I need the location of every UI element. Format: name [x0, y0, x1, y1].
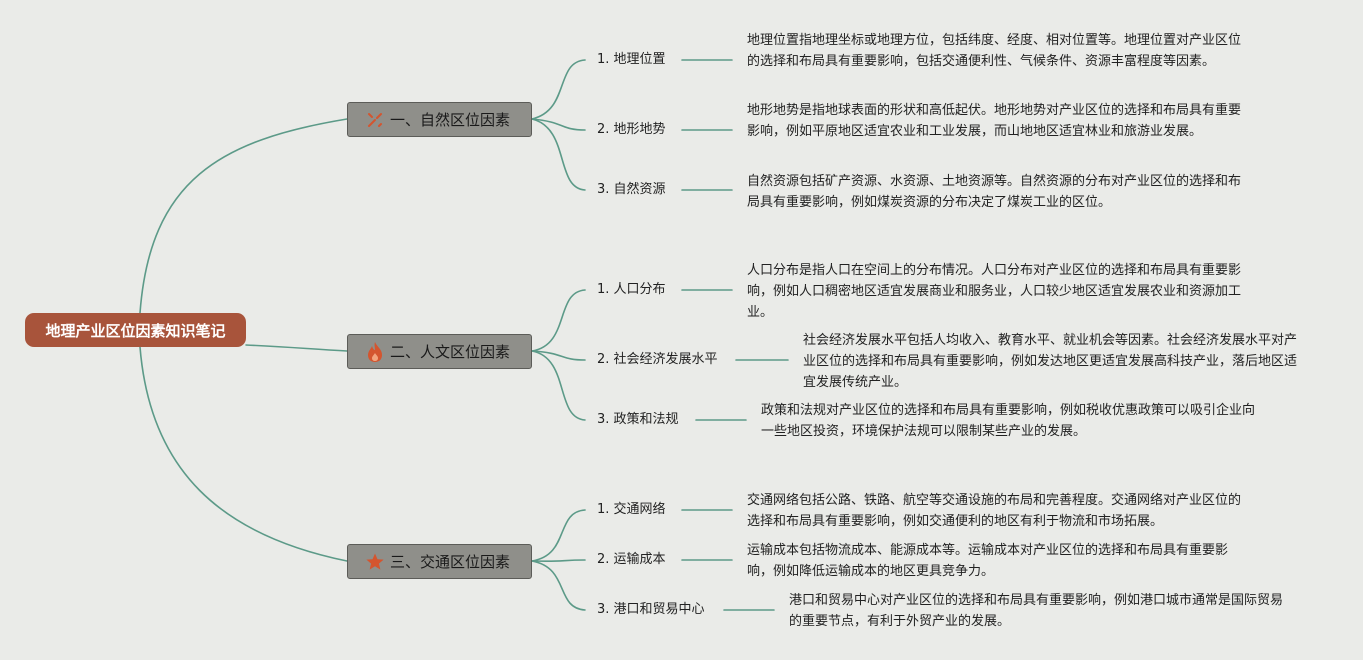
sub-topic-terrain[interactable]: 2. 地形地势	[597, 122, 666, 137]
root-node[interactable]: 地理产业区位因素知识笔记	[25, 313, 246, 347]
description-text: 人口分布是指人口在空间上的分布情况。人口分布对产业区位的选择和布局具有重要影响，…	[747, 263, 1242, 320]
description-text: 自然资源包括矿产资源、水资源、土地资源等。自然资源的分布对产业区位的选择和布局具…	[747, 174, 1242, 210]
branch-label: 一、自然区位因素	[390, 111, 511, 129]
sub-topic-ports-trade[interactable]: 3. 港口和贸易中心	[597, 602, 705, 617]
connector-root-branch-3	[139, 346, 348, 562]
sub-topic-socioeconomic[interactable]: 2. 社会经济发展水平	[597, 352, 718, 367]
description-text: 地形地势是指地球表面的形状和高低起伏。地形地势对产业区位的选择和布局具有重要影响…	[747, 103, 1242, 139]
connector-branch2-item1	[531, 289, 586, 352]
root-title: 地理产业区位因素知识笔记	[45, 321, 226, 340]
branch-label: 二、人文区位因素	[390, 343, 511, 361]
description-text: 交通网络包括公路、铁路、航空等交通设施的布局和完善程度。交通网络对产业区位的选择…	[747, 493, 1242, 529]
branch-label: 三、交通区位因素	[390, 553, 511, 571]
sub-topic-natural-resources[interactable]: 3. 自然资源	[597, 182, 666, 197]
sub-topic-policy[interactable]: 3. 政策和法规	[597, 412, 679, 427]
fire-icon	[364, 341, 386, 363]
connector-branch3-item3	[531, 560, 586, 611]
connector-root-branch-2	[245, 344, 348, 352]
sub-topic-population[interactable]: 1. 人口分布	[597, 282, 666, 297]
star-icon	[364, 551, 386, 573]
branch-human-factors[interactable]: 二、人文区位因素	[347, 334, 532, 369]
description-text: 港口和贸易中心对产业区位的选择和布局具有重要影响，例如港口城市通常是国际贸易的重…	[789, 593, 1284, 629]
connector-branch2-item3	[531, 350, 586, 421]
branch-natural-factors[interactable]: 一、自然区位因素	[347, 102, 532, 137]
sub-topic-transport-cost[interactable]: 2. 运输成本	[597, 552, 666, 567]
connector-branch3-item1	[531, 509, 586, 562]
sub-topic-transport-network[interactable]: 1. 交通网络	[597, 502, 666, 517]
connector-branch2-item2	[531, 350, 586, 361]
description-text: 运输成本包括物流成本、能源成本等。运输成本对产业区位的选择和布局具有重要影响，例…	[747, 543, 1229, 579]
tools-icon	[364, 109, 386, 131]
description-text: 地理位置指地理坐标或地理方位，包括纬度、经度、相对位置等。地理位置对产业区位的选…	[747, 33, 1242, 69]
sub-topic-geographic-location[interactable]: 1. 地理位置	[597, 52, 666, 67]
connector-branch1-item3	[531, 118, 586, 191]
connector-branch1-item2	[531, 118, 586, 131]
connector-root-branch-1	[139, 118, 348, 314]
connector-branch1-item1	[531, 59, 586, 120]
description-text: 政策和法规对产业区位的选择和布局具有重要影响，例如税收优惠政策可以吸引企业向一些…	[761, 403, 1256, 439]
connector-branch3-item2	[531, 559, 586, 563]
branch-transport-factors[interactable]: 三、交通区位因素	[347, 544, 532, 579]
description-text: 社会经济发展水平包括人均收入、教育水平、就业机会等因素。社会经济发展水平对产业区…	[803, 333, 1298, 390]
